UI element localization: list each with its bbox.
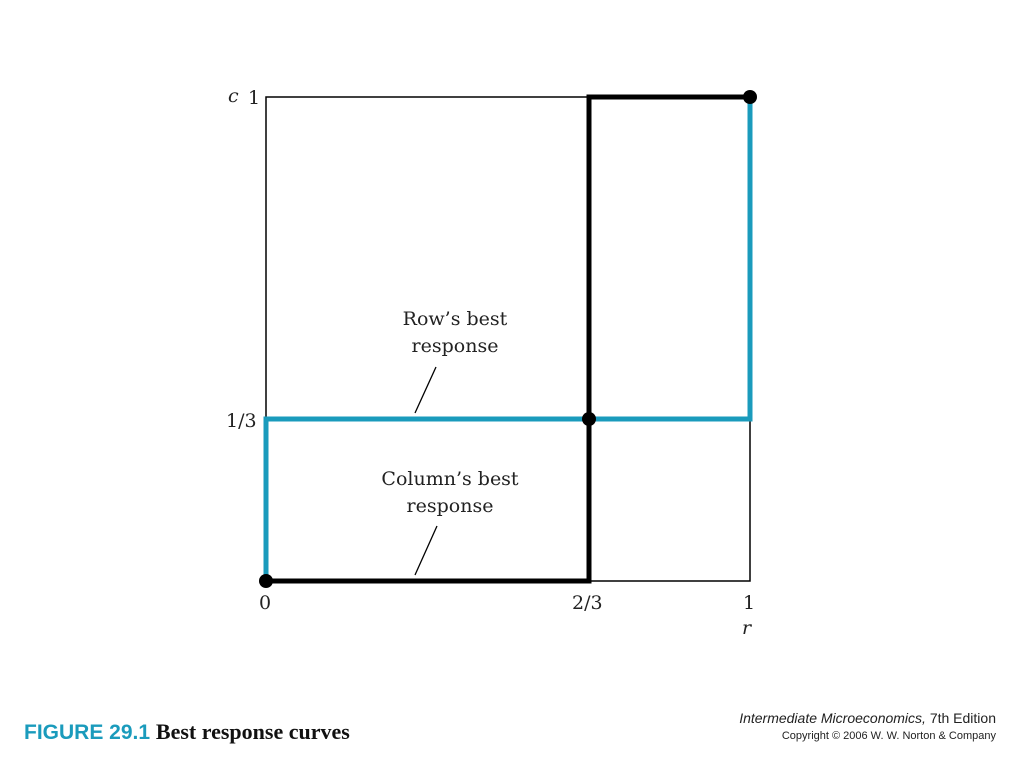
row-best-response-curve	[263, 97, 753, 581]
y-axis-variable: c	[228, 85, 239, 107]
figure-title: Best response curves	[155, 719, 350, 744]
figure-caption: FIGURE 29.1 Best response curves	[24, 719, 350, 745]
column-best-response-curve	[266, 94, 750, 584]
equilibrium-point-origin	[259, 574, 273, 588]
best-response-diagram: c 1 1/3 0 2/3 1 r Row’s best response Co…	[226, 85, 757, 639]
equilibrium-point-top-right	[743, 90, 757, 104]
row-best-response-label-line1: Row’s best	[403, 308, 508, 330]
figure-label: FIGURE 29.1	[24, 721, 151, 744]
y-tick-1: 1	[248, 87, 260, 109]
book-line: Intermediate Microeconomics, 7th Edition	[739, 710, 996, 726]
book-title: Intermediate Microeconomics,	[739, 710, 926, 726]
copyright-line: Copyright © 2006 W. W. Norton & Company	[781, 730, 996, 742]
row-best-response-leader	[414, 366, 437, 414]
x-tick-1: 1	[743, 592, 755, 614]
column-best-response-label-line1: Column’s best	[381, 468, 519, 490]
x-axis-variable: r	[742, 617, 753, 639]
equilibrium-point-mixed	[582, 412, 596, 426]
unit-square-frame	[265, 96, 751, 582]
x-tick-two-thirds: 2/3	[572, 592, 603, 614]
book-edition: 7th Edition	[925, 710, 996, 726]
book-credit: Intermediate Microeconomics, 7th Edition…	[739, 710, 996, 742]
y-tick-one-third: 1/3	[226, 410, 257, 432]
row-best-response-label-line2: response	[412, 335, 499, 357]
x-tick-0: 0	[259, 592, 271, 614]
column-best-response-leader	[414, 525, 438, 576]
column-best-response-label-line2: response	[407, 495, 494, 517]
